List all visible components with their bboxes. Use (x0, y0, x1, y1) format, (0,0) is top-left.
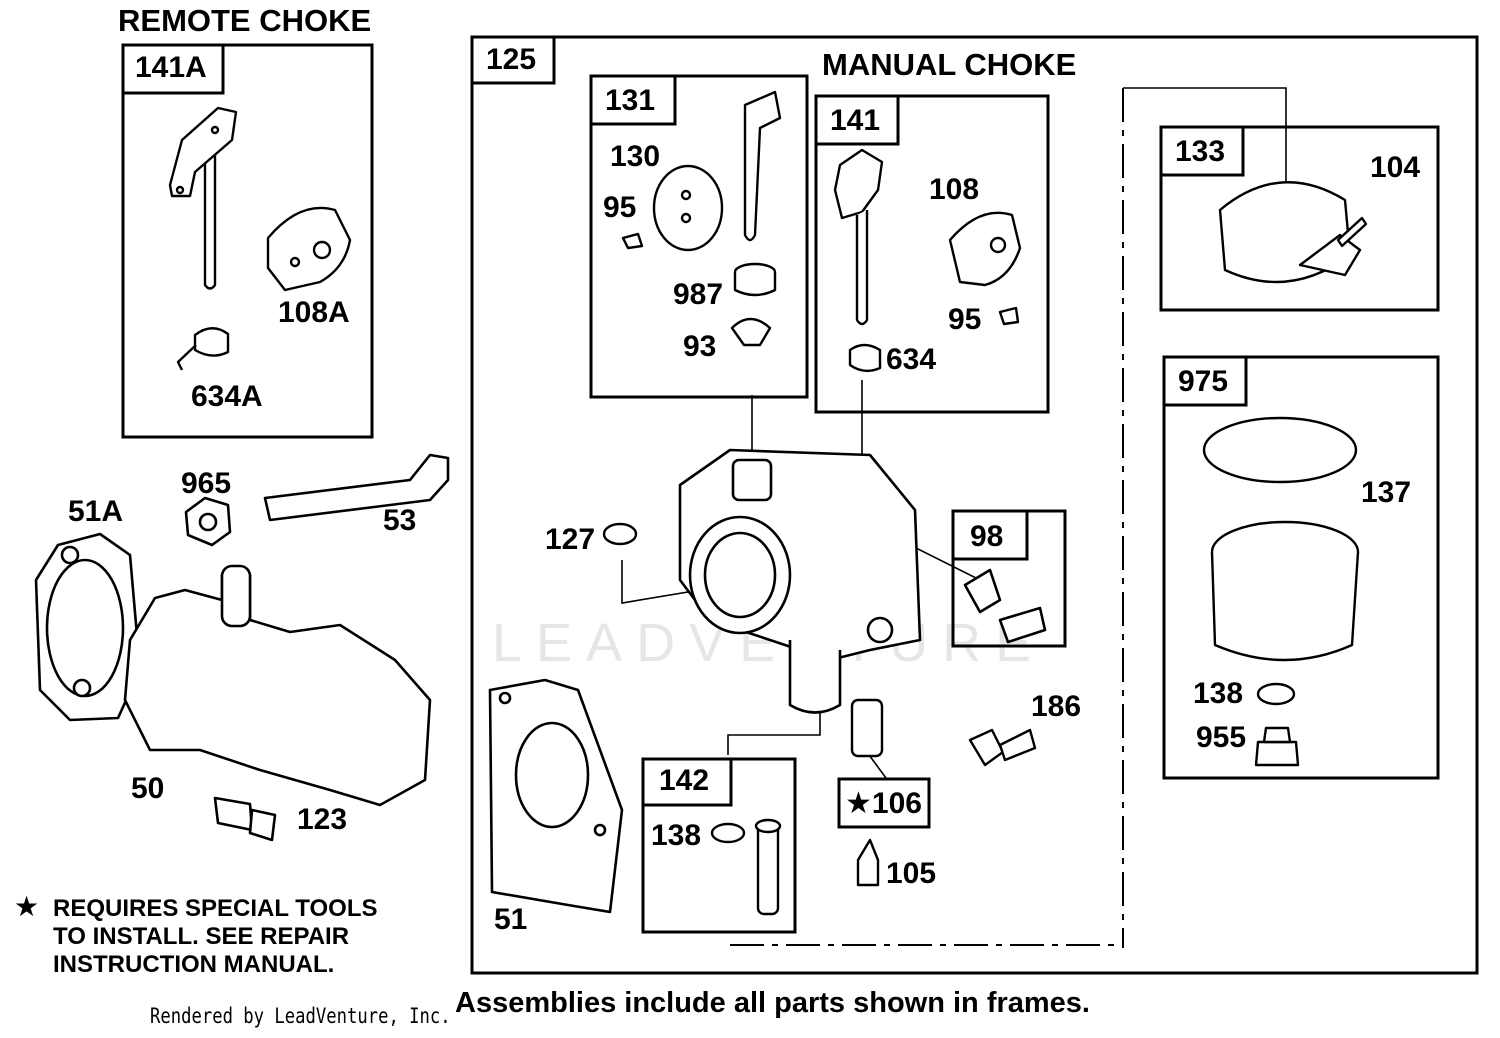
special-tools-note: ★ REQUIRES SPECIAL TOOLS TO INSTALL. SEE… (14, 891, 378, 979)
frame-131 (589, 74, 809, 399)
note-line-3: INSTRUCTION MANUAL. (53, 951, 335, 978)
part-965: 965 (181, 467, 232, 500)
heading-manual-choke: MANUAL CHOKE (822, 47, 1077, 82)
part-130: 130 (610, 140, 661, 173)
frame-label-975: 975 (1178, 365, 1229, 398)
part-186: 186 (1031, 690, 1082, 723)
rendered-by-credit: Rendered by LeadVenture, Inc. (150, 1004, 451, 1028)
part-51: 51 (494, 903, 528, 936)
part-123: 123 (297, 803, 348, 836)
part-93: 93 (683, 330, 717, 363)
star-icon: ★ (14, 891, 40, 922)
part-95-b: 95 (948, 303, 982, 336)
frame-label-98: 98 (970, 520, 1004, 553)
frame-133 (1159, 125, 1440, 312)
part-137: 137 (1361, 476, 1412, 509)
note-line-2: TO INSTALL. SEE REPAIR (53, 923, 350, 950)
part-634A: 634A (191, 380, 263, 413)
frame-label-131: 131 (605, 84, 656, 117)
part-634: 634 (886, 343, 937, 376)
frame-141 (814, 94, 1050, 414)
frame-975 (1162, 355, 1440, 780)
part-95-a: 95 (603, 191, 637, 224)
frame-label-125: 125 (486, 43, 537, 76)
frame-label-133: 133 (1175, 135, 1226, 168)
part-51A: 51A (68, 495, 124, 528)
frame-106 (837, 777, 931, 829)
part-127: 127 (545, 523, 596, 556)
part-104: 104 (1370, 151, 1421, 184)
frame-label-141: 141 (830, 104, 881, 137)
part-105: 105 (886, 857, 937, 890)
heading-remote-choke: REMOTE CHOKE (118, 3, 372, 38)
part-138-a: 138 (1193, 677, 1244, 710)
part-987: 987 (673, 278, 724, 311)
frame-label-141A: 141A (135, 51, 207, 84)
part-138-b: 138 (651, 819, 702, 852)
assemblies-note: Assemblies include all parts shown in fr… (455, 987, 1090, 1019)
frame-125 (470, 35, 1479, 975)
part-50: 50 (131, 772, 165, 805)
frame-label-142: 142 (659, 764, 710, 797)
frame-141A (121, 43, 374, 439)
frame-label-106: ★106 (845, 787, 922, 820)
note-line-1: REQUIRES SPECIAL TOOLS (53, 895, 378, 922)
part-53: 53 (383, 504, 417, 537)
part-108: 108 (929, 173, 980, 206)
part-108A: 108A (278, 296, 350, 329)
part-955: 955 (1196, 721, 1247, 754)
